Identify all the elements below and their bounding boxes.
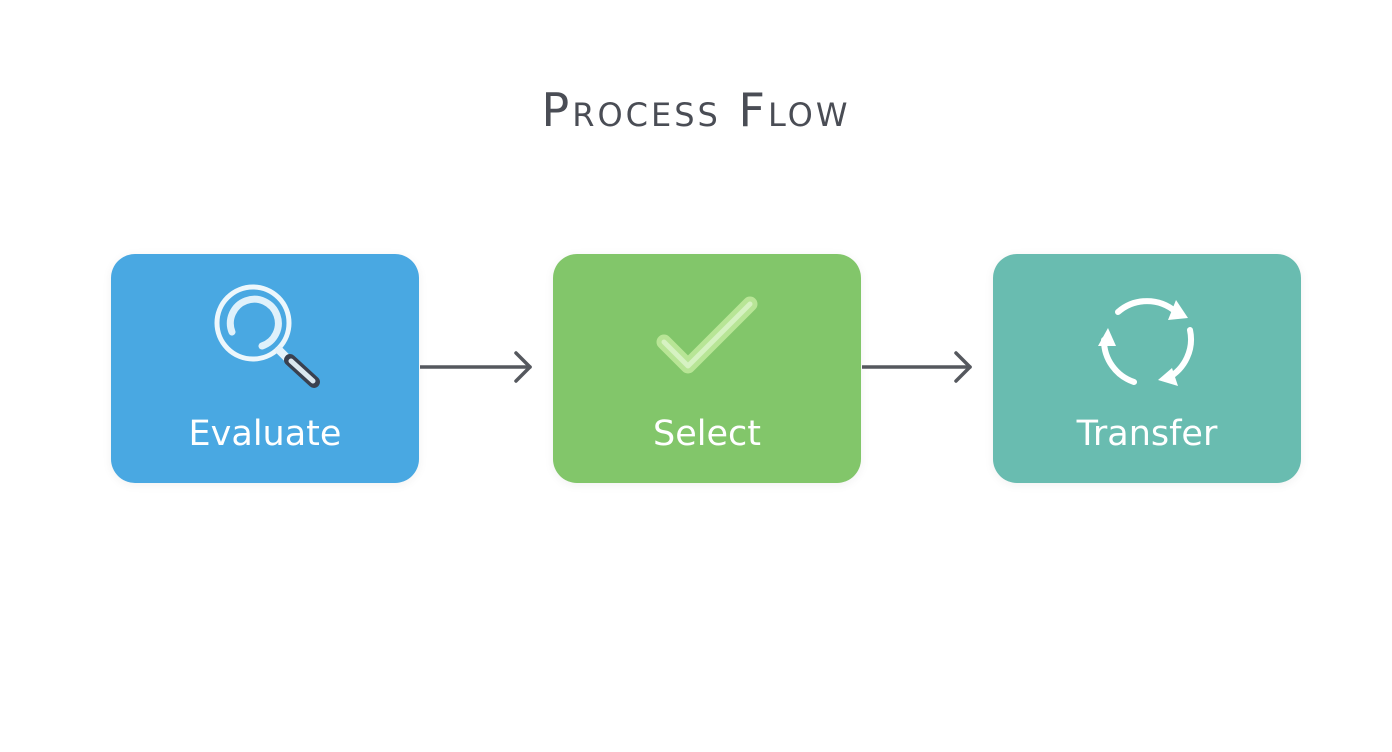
step-label: Transfer <box>1076 414 1218 454</box>
step-select: Select <box>553 254 861 483</box>
step-evaluate: Evaluate <box>111 254 419 483</box>
step-label: Evaluate <box>188 414 342 454</box>
diagram-title: Process Flow <box>541 83 851 137</box>
arrow-connector <box>420 351 532 383</box>
checkmark-icon <box>656 296 758 374</box>
step-transfer: Transfer <box>993 254 1301 483</box>
step-label: Select <box>653 414 761 454</box>
cycle-arrows-icon <box>1098 298 1194 386</box>
magnifier-icon <box>214 284 320 388</box>
arrow-connector <box>862 351 972 383</box>
